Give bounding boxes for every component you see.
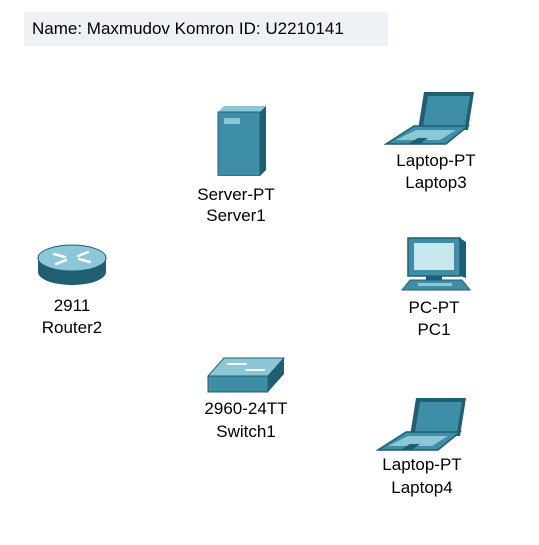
device-name-label: Laptop4 (391, 478, 453, 497)
device-name-label: PC1 (417, 320, 451, 339)
pc-icon (400, 237, 472, 291)
device-name-label: Switch1 (216, 422, 276, 441)
device-laptop3[interactable]: Laptop-PT Laptop3 (384, 90, 494, 200)
switch-icon (206, 357, 286, 393)
laptop-icon (384, 92, 474, 145)
device-name-label: Server1 (206, 206, 266, 225)
laptop-icon (376, 398, 466, 451)
device-server1[interactable]: Server-PT Server1 (196, 104, 306, 234)
device-laptop4[interactable]: Laptop-PT Laptop4 (372, 396, 482, 506)
device-router2[interactable]: 2911 Router2 (28, 244, 138, 344)
device-pc1[interactable]: PC-PT PC1 (384, 236, 494, 346)
device-name-label: Router2 (41, 318, 103, 337)
device-model-label: 2911 (53, 296, 91, 315)
device-model-label: Laptop-PT (382, 455, 462, 474)
device-model-label: 2960-24TT (204, 399, 288, 418)
device-model-label: Server-PT (197, 185, 275, 204)
device-model-label: PC-PT (408, 298, 460, 317)
device-name-label: Laptop3 (405, 173, 467, 192)
device-switch1[interactable]: 2960-24TT Switch1 (196, 354, 306, 454)
router-icon (37, 244, 107, 285)
text-note[interactable]: Name: Maxmudov Komron ID: U2210141 (24, 12, 388, 46)
device-model-label: Laptop-PT (396, 151, 476, 170)
server-icon (217, 106, 266, 176)
